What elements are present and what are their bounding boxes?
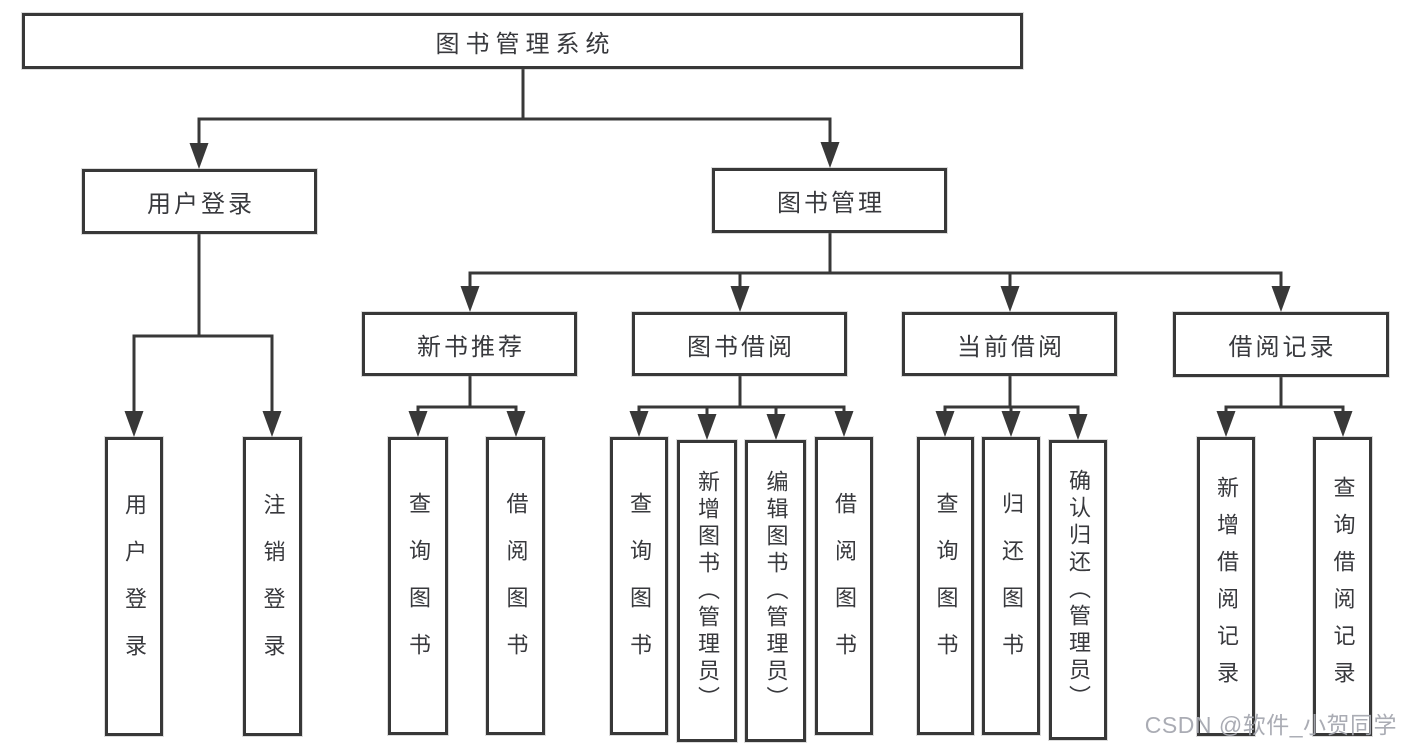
connector-arrowhead — [1001, 411, 1021, 437]
leaf-nbr-query-book: 查询图书 — [388, 437, 448, 735]
connector-arrowhead — [460, 286, 480, 312]
leaf-bb-add-book-admin: 新增图书（管理员） — [677, 440, 737, 742]
leaf-bb-edit-book-admin-label: 编辑图书（管理员） — [763, 469, 789, 713]
node-book-borrow-label: 图书借阅 — [687, 333, 795, 361]
leaf-cb-query-book-label: 查询图书 — [933, 492, 959, 680]
node-book-borrow: 图书借阅 — [632, 312, 847, 376]
leaf-bb-query-book: 查询图书 — [610, 437, 668, 735]
connector-arrowhead — [506, 411, 526, 437]
leaf-cb-return-book-label: 归还图书 — [999, 492, 1024, 680]
connector-arrowhead — [766, 414, 786, 440]
watermark: CSDN @软件_小贺同学 — [1144, 712, 1397, 738]
connector-arrowhead — [124, 411, 144, 437]
leaf-nbr-borrow-book: 借阅图书 — [486, 437, 545, 735]
connector-arrowhead — [1216, 411, 1236, 437]
connector-arrowhead — [1333, 411, 1353, 437]
leaf-bb-borrow-book: 借阅图书 — [815, 437, 873, 735]
leaf-bb-borrow-book-label: 借阅图书 — [832, 492, 857, 680]
leaf-bb-edit-book-admin: 编辑图书（管理员） — [745, 440, 806, 742]
leaf-cb-query-book: 查询图书 — [917, 437, 974, 735]
leaf-br-query-record: 查询借阅记录 — [1313, 437, 1372, 736]
connector-arrowhead — [935, 411, 955, 437]
connector-arrowhead — [1068, 414, 1088, 440]
connector-arrowhead — [1271, 286, 1291, 312]
node-current-borrow-label: 当前借阅 — [957, 333, 1065, 361]
leaf-nbr-query-book-label: 查询图书 — [406, 492, 431, 680]
connector-arrowhead — [834, 411, 854, 437]
leaf-logout: 注销登录 — [243, 437, 302, 736]
leaf-cb-confirm-return-admin-label: 确认归还（管理员） — [1066, 468, 1091, 712]
connector-arrowhead — [189, 143, 209, 169]
node-borrow-record-label: 借阅记录 — [1228, 334, 1337, 361]
connector-arrowhead — [1000, 286, 1020, 312]
node-current-borrow: 当前借阅 — [902, 312, 1117, 376]
node-borrow-record: 借阅记录 — [1173, 312, 1389, 377]
connector-arrowhead — [629, 411, 649, 437]
leaf-bb-query-book-label: 查询图书 — [627, 492, 652, 680]
connector-arrowhead — [820, 142, 840, 168]
node-root-system: 图书管理系统 — [22, 13, 1023, 69]
leaf-cb-return-book: 归还图书 — [982, 437, 1040, 735]
node-book-management-label: 图书管理 — [777, 190, 885, 217]
node-user-login-branch: 用户登录 — [82, 169, 317, 234]
leaf-br-add-record: 新增借阅记录 — [1197, 437, 1255, 736]
connector-arrowhead — [730, 286, 750, 312]
leaf-cb-confirm-return-admin: 确认归还（管理员） — [1049, 440, 1107, 740]
leaf-br-add-record-label: 新增借阅记录 — [1214, 475, 1239, 698]
leaf-user-login-label: 用户登录 — [122, 492, 147, 681]
connector-arrowhead — [262, 411, 282, 437]
leaf-logout-label: 注销登录 — [260, 492, 286, 681]
leaf-bb-add-book-admin-label: 新增图书（管理员） — [695, 469, 720, 713]
leaf-user-login: 用户登录 — [105, 437, 163, 736]
node-new-book-recommend: 新书推荐 — [362, 312, 577, 376]
leaf-nbr-borrow-book-label: 借阅图书 — [503, 492, 529, 680]
node-user-login-label: 用户登录 — [147, 191, 255, 218]
leaf-br-query-record-label: 查询借阅记录 — [1330, 475, 1356, 698]
node-book-management-branch: 图书管理 — [712, 168, 947, 233]
node-new-book-recommend-label: 新书推荐 — [417, 333, 525, 361]
node-root-label: 图书管理系统 — [435, 30, 616, 58]
connector-arrowhead — [408, 411, 428, 437]
connector-arrowhead — [697, 414, 717, 440]
